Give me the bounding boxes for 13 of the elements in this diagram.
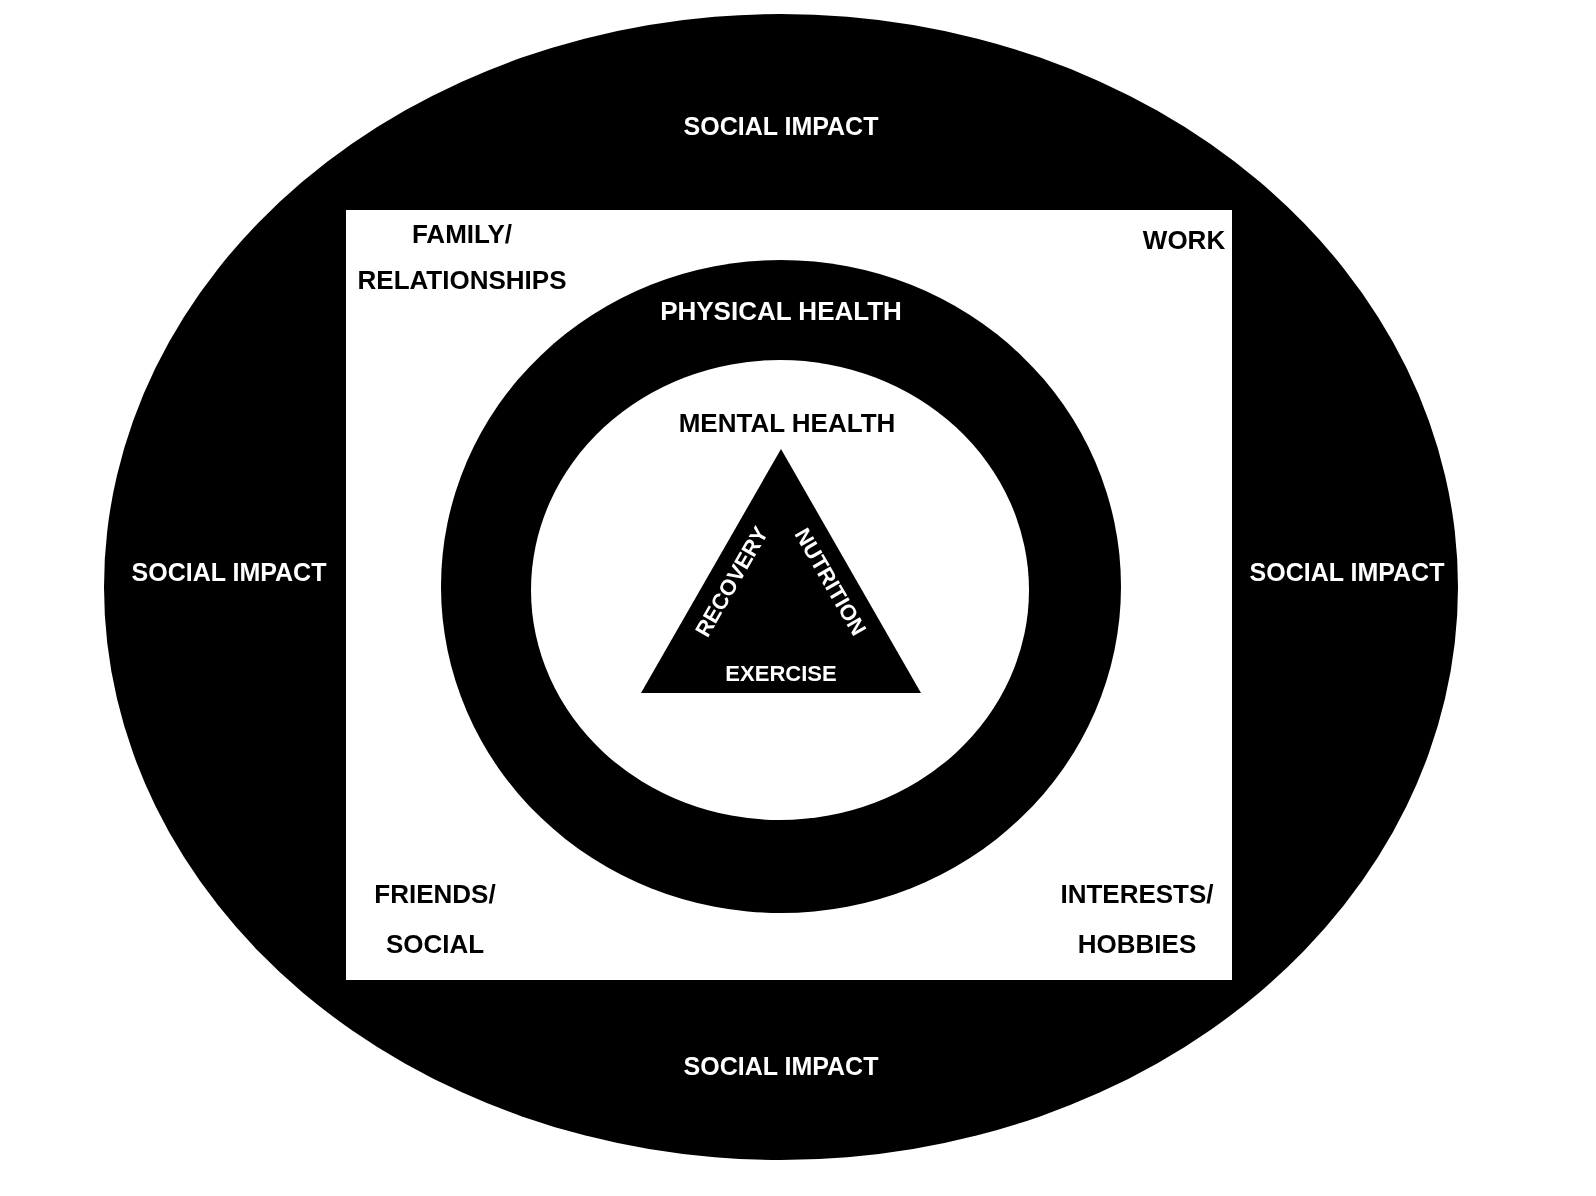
ellipse-label: SOCIAL IMPACT [131,557,327,587]
corner-label: INTERESTS/ HOBBIES [1060,878,1214,961]
triangle-side-label: EXERCISE [725,661,837,687]
corner-label: FRIENDS/ SOCIAL [374,878,496,961]
ellipse-label: SOCIAL IMPACT [683,111,879,141]
center-label: MENTAL HEALTH [678,408,896,438]
ring-label: PHYSICAL HEALTH [660,296,902,326]
corner-label: WORK [1142,225,1226,255]
ellipse-label: SOCIAL IMPACT [1249,557,1445,587]
ellipse-label: SOCIAL IMPACT [683,1051,879,1081]
square-panel [346,210,1232,980]
triangle [641,449,921,693]
corner-label: FAMILY/ RELATIONSHIPS [357,218,567,297]
